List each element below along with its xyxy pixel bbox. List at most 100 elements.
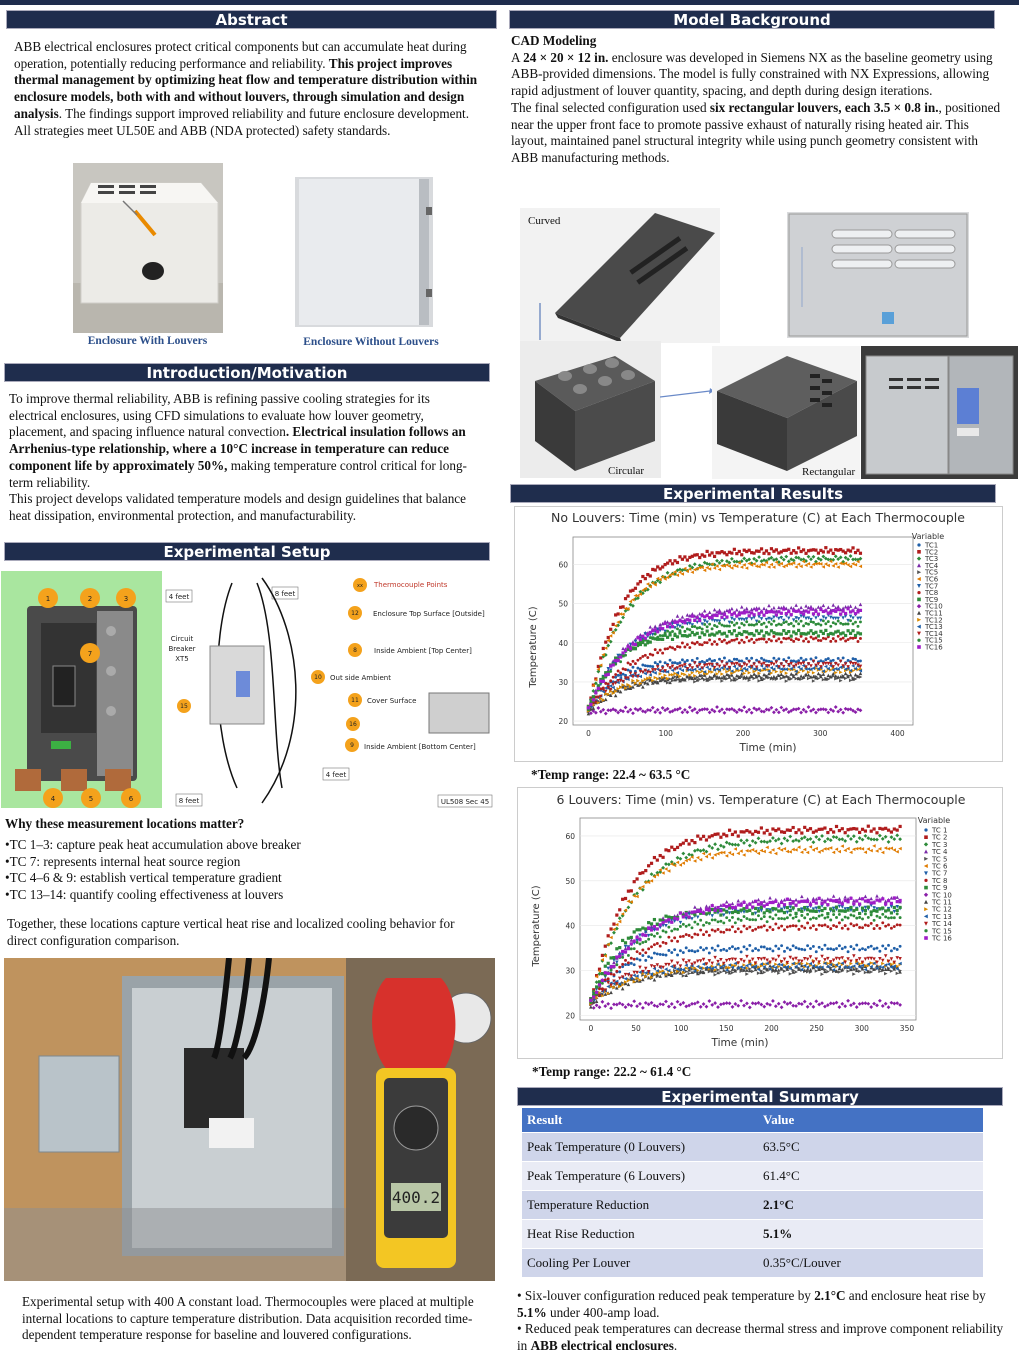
- data-point: [838, 665, 843, 669]
- data-point: [684, 933, 688, 936]
- data-point: [698, 966, 703, 971]
- data-point: [797, 845, 801, 849]
- data-point: [782, 1000, 787, 1005]
- data-point: [664, 914, 668, 918]
- data-point: [745, 905, 749, 910]
- data-point: [624, 673, 627, 677]
- data-point: [606, 1001, 611, 1006]
- data-point: [731, 945, 734, 949]
- data-point: [824, 637, 828, 641]
- data-point: [606, 971, 610, 976]
- data-point: [762, 672, 766, 677]
- data-point: [784, 554, 789, 559]
- data-point: [753, 1001, 758, 1006]
- data-point: [598, 663, 603, 668]
- data-point: [613, 681, 618, 685]
- data-point: [805, 965, 810, 969]
- data-point: [816, 662, 821, 666]
- data-point: [852, 902, 856, 906]
- data-point: [736, 1003, 741, 1008]
- data-point: [675, 913, 680, 917]
- data-point: [668, 631, 672, 635]
- data-point: [851, 546, 855, 550]
- data-point: [811, 916, 815, 920]
- data-point: [638, 979, 642, 983]
- data-point: [699, 837, 703, 841]
- data-point: [725, 624, 729, 628]
- data-point: [638, 978, 642, 982]
- data-point: [756, 957, 761, 961]
- data-point: [824, 658, 828, 662]
- data-point: [853, 661, 858, 666]
- data-point: [866, 969, 871, 974]
- data-point: [623, 705, 628, 710]
- data-point: [700, 614, 704, 618]
- data-point: [829, 611, 833, 615]
- data-point: [828, 663, 833, 668]
- data-point: [661, 923, 665, 928]
- legend-entry: TC 2: [931, 834, 947, 842]
- data-point: [649, 861, 654, 865]
- data-point: [797, 962, 801, 966]
- data-point: [843, 924, 847, 928]
- legend-entry: TC 7: [931, 870, 947, 878]
- data-point: [727, 624, 731, 628]
- data-point: [617, 1001, 622, 1006]
- data-point: [618, 689, 623, 694]
- data-point: [759, 962, 763, 966]
- data-point: [649, 972, 654, 976]
- data-point: [626, 645, 630, 649]
- data-point: [898, 923, 902, 927]
- legend-entry: TC 4: [931, 848, 948, 856]
- data-point: [796, 706, 801, 711]
- legend-marker: [924, 871, 928, 876]
- data-point: [749, 710, 754, 715]
- data-point: [609, 669, 613, 673]
- data-point: [771, 906, 775, 911]
- data-point: [692, 562, 697, 567]
- data-point: [653, 637, 657, 641]
- data-point: [712, 619, 717, 623]
- data-point: [841, 606, 845, 610]
- data-point: [836, 656, 840, 660]
- data-point: [681, 958, 686, 963]
- data-point: [638, 958, 642, 962]
- data-point: [629, 900, 633, 904]
- data-point: [727, 963, 732, 967]
- data-point: [705, 930, 708, 934]
- data-point: [623, 606, 628, 611]
- data-point: [794, 619, 798, 623]
- data-point: [802, 963, 807, 968]
- data-point: [616, 689, 620, 693]
- data-point: [764, 674, 769, 679]
- data-point: [740, 611, 744, 615]
- data-point: [841, 656, 845, 660]
- data-point: [898, 957, 902, 961]
- data-point: [725, 634, 729, 638]
- data-point: [663, 633, 667, 637]
- data-point: [757, 671, 761, 675]
- data-point: [638, 942, 642, 946]
- data-point: [718, 965, 723, 969]
- data-point: [805, 837, 810, 842]
- data-point: [751, 969, 755, 974]
- data-point: [720, 640, 724, 644]
- data-point: [700, 565, 704, 570]
- data-point: [739, 708, 744, 713]
- data-point: [804, 604, 808, 608]
- data-point: [632, 957, 636, 961]
- data-point: [794, 632, 798, 636]
- data-point: [750, 623, 754, 627]
- data-point: [591, 989, 596, 994]
- data-point: [892, 1001, 897, 1006]
- data-point: [829, 624, 833, 628]
- data-point: [725, 615, 729, 619]
- data-point: [609, 990, 613, 995]
- data-point: [829, 907, 833, 911]
- data-point: [745, 635, 749, 639]
- data-point: [892, 896, 896, 900]
- data-point: [788, 913, 792, 917]
- data-point: [737, 659, 741, 663]
- data-point: [660, 575, 665, 579]
- data-point: [851, 847, 856, 852]
